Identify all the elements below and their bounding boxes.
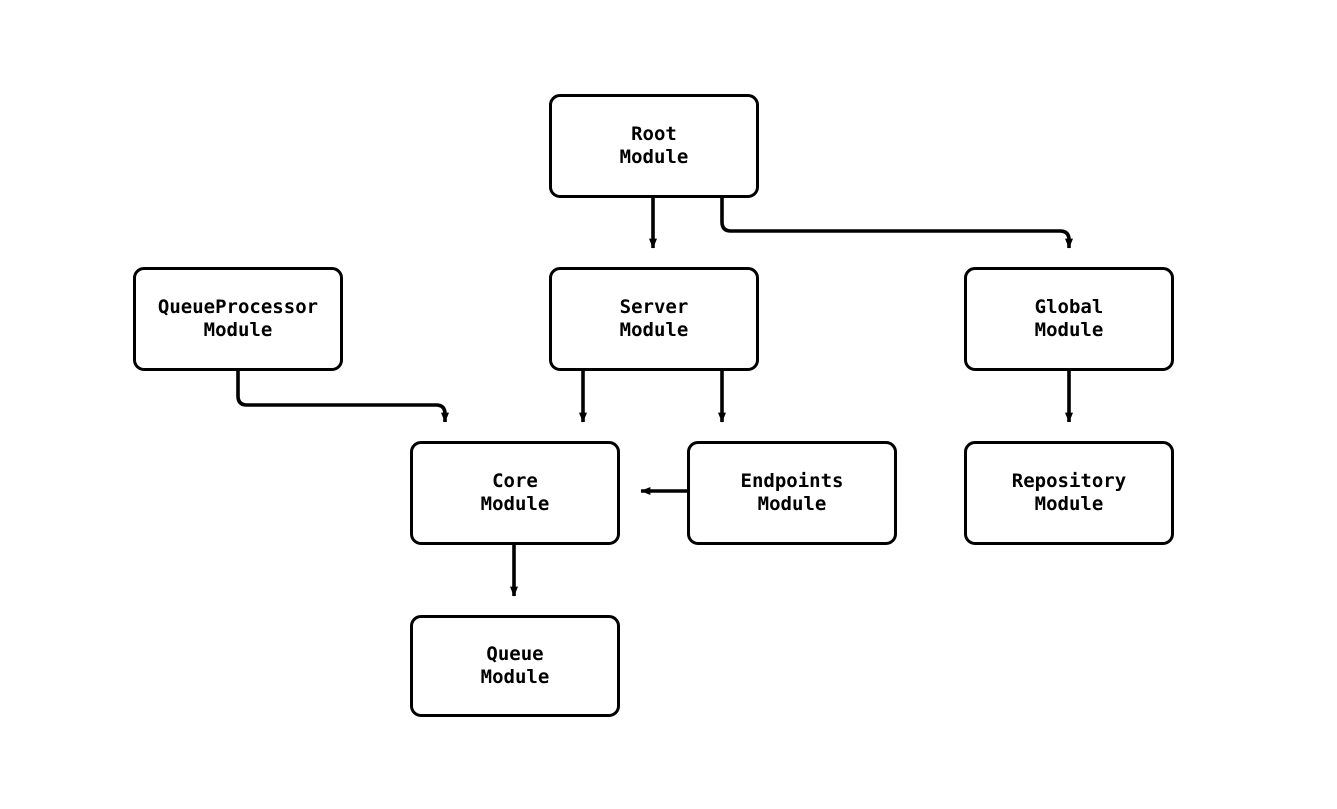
node-root-module[interactable]: Root Module xyxy=(549,94,759,198)
node-server-module-line2: Module xyxy=(619,319,689,341)
node-queue-module-line1: Queue xyxy=(486,643,544,665)
node-queue-module[interactable]: Queue Module xyxy=(410,615,620,717)
node-queueprocessor-module[interactable]: QueueProcessor Module xyxy=(133,267,343,371)
node-server-module[interactable]: Server Module xyxy=(549,267,759,371)
node-repository-module-line1: Repository xyxy=(1011,470,1127,492)
node-endpoints-module[interactable]: Endpoints Module xyxy=(687,441,897,545)
node-endpoints-module-line2: Module xyxy=(757,493,827,515)
node-server-module-line1: Server xyxy=(619,296,689,318)
node-core-module-line2: Module xyxy=(480,493,550,515)
edge-queueprocessor-to-core xyxy=(236,371,449,423)
node-core-module-line1: Core xyxy=(492,470,538,492)
node-queueprocessor-module-line1: QueueProcessor xyxy=(157,296,319,318)
node-core-module[interactable]: Core Module xyxy=(410,441,620,545)
node-root-module-line2: Module xyxy=(619,146,689,168)
node-global-module[interactable]: Global Module xyxy=(964,267,1174,371)
node-repository-module-line2: Module xyxy=(1034,493,1104,515)
node-endpoints-module-line1: Endpoints xyxy=(740,470,844,492)
edge-root-to-global xyxy=(720,198,1073,249)
node-queue-module-line2: Module xyxy=(480,666,550,688)
node-root-module-line1: Root xyxy=(631,123,677,145)
node-queueprocessor-module-line2: Module xyxy=(203,319,273,341)
node-global-module-line2: Module xyxy=(1034,319,1104,341)
node-global-module-line1: Global xyxy=(1034,296,1104,318)
node-repository-module[interactable]: Repository Module xyxy=(964,441,1174,545)
